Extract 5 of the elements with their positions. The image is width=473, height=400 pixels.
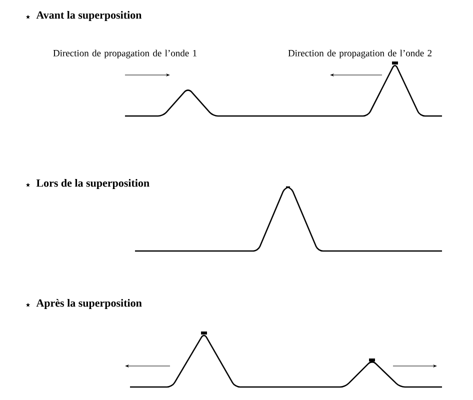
section-heading: Avant la superposition — [36, 11, 142, 21]
direction-label: Direction de propagation de l’onde 1 — [53, 50, 196, 58]
direction-label: Direction de propagation de l’onde 2 — [288, 50, 432, 58]
section-heading: Après la superposition — [36, 299, 142, 309]
section-heading: Lors de la superposition — [36, 179, 150, 189]
